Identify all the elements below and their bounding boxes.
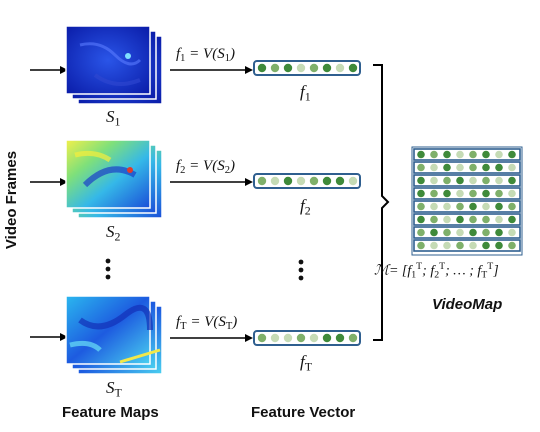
transform-equation-2: f2 = V(S2) — [176, 158, 235, 177]
feature-map-label-t: ST — [106, 378, 122, 400]
feature-map-label-2: S2 — [106, 222, 121, 244]
feature-vector-label-t: fT — [300, 352, 312, 374]
feature-map-stack-2 — [65, 139, 163, 219]
feature-vector-label-1: f1 — [300, 82, 311, 104]
feature-vector-1 — [253, 60, 361, 76]
frame-row-2 — [30, 139, 361, 219]
right-brace — [373, 64, 390, 341]
transform-equation-1: f1 = V(S1) — [176, 46, 235, 65]
caption-feature-maps: Feature Maps — [62, 404, 159, 421]
feature-map-stack-1 — [65, 25, 163, 105]
feature-vector-2 — [253, 173, 361, 189]
videomap-title: VideoMap — [432, 296, 503, 313]
ellipsis-vectors — [298, 259, 304, 281]
frame-row-1 — [30, 25, 361, 105]
feature-map-label-1: S1 — [106, 107, 121, 129]
caption-feature-vector: Feature Vector — [251, 404, 356, 421]
feature-map-stack-t — [65, 295, 163, 375]
frame-row-t — [30, 295, 361, 375]
videomap-formula: ℳ= [f1T; f2T; … ; fTT] — [374, 261, 499, 281]
transform-equation-t: fT = V(ST) — [176, 314, 238, 333]
feature-vector-label-2: f2 — [300, 196, 311, 218]
ellipsis-maps — [105, 258, 111, 280]
videomap-matrix — [411, 146, 523, 256]
axis-title-video-frames: Video Frames — [3, 150, 20, 250]
feature-vector-t — [253, 330, 361, 346]
